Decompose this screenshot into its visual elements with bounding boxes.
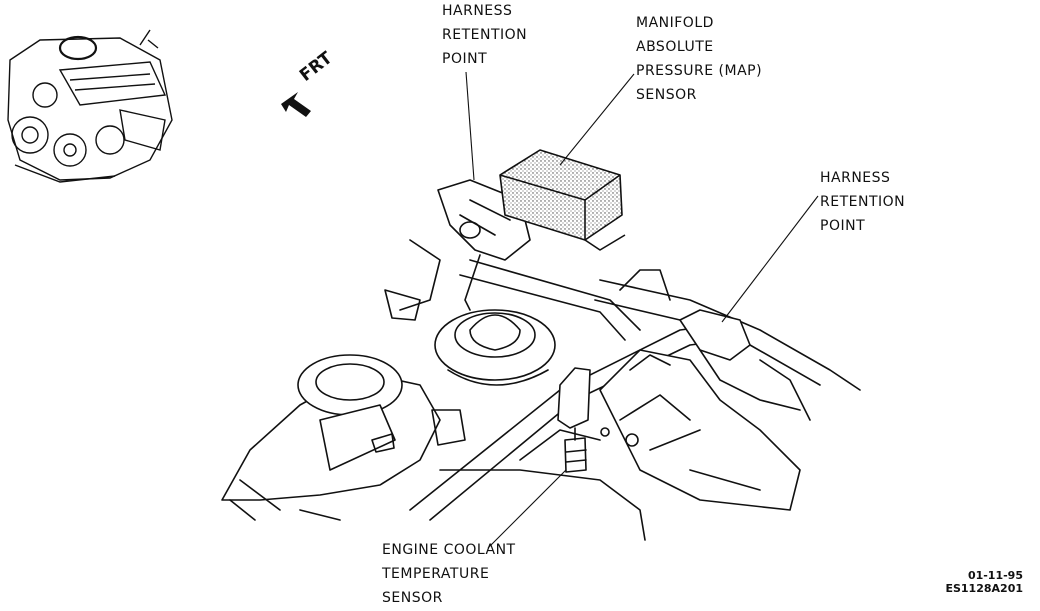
leader-harness-right xyxy=(721,195,819,323)
label-harness-retention-right: HARNESS RETENTION POINT xyxy=(820,170,906,234)
engine-bay-drawing xyxy=(221,179,861,541)
engine-locator-thumbnail xyxy=(7,29,173,183)
leader-map-sensor xyxy=(559,73,635,166)
leader-harness-left xyxy=(465,71,475,181)
figure-code: ES1128A201 xyxy=(945,582,1023,595)
leader-coolant-sensor xyxy=(487,469,567,549)
map-sensor-shape xyxy=(499,149,626,251)
label-coolant-sensor: ENGINE COOLANT TEMPERATURE SENSOR xyxy=(382,542,516,606)
front-arrow-icon xyxy=(281,92,311,117)
figure-date: 01-11-95 xyxy=(967,569,1023,582)
leader-lines xyxy=(465,71,819,549)
label-map-sensor: MANIFOLD ABSOLUTE PRESSURE (MAP) SENSOR xyxy=(636,15,763,103)
label-harness-retention-left: HARNESS RETENTION POINT xyxy=(442,3,528,67)
